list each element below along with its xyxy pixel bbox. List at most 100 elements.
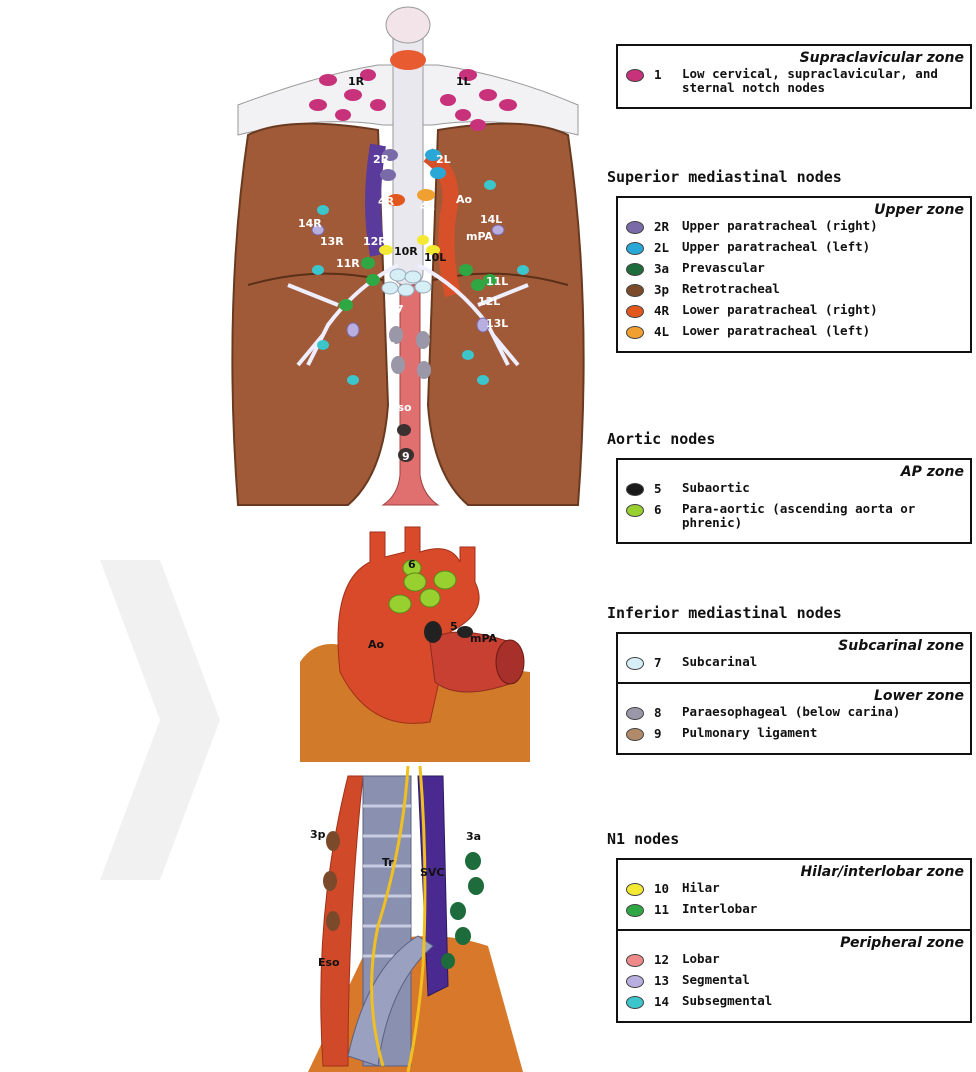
zone-title: Upper zone [626, 202, 964, 219]
anatomy-label: Eso [390, 401, 412, 414]
anatomy-label: 14R [298, 217, 322, 230]
station-label: Low cervical, supraclavicular, and stern… [682, 67, 964, 95]
zone-title: Subcarinal zone [626, 638, 964, 655]
station-label: Segmental [682, 973, 964, 987]
anatomy-label: 3a [466, 830, 481, 843]
legend-item: 1Low cervical, supraclavicular, and ster… [626, 67, 964, 101]
anatomy-label: 11L [486, 275, 508, 288]
anatomy-label: 7 [396, 303, 404, 316]
station-label: Subcarinal [682, 655, 964, 669]
station-label: Hilar [682, 881, 964, 895]
anatomy-label: Tr [382, 856, 394, 869]
anatomy-label: 11R [336, 257, 360, 270]
station-label: Lobar [682, 952, 964, 966]
station-code: 12 [654, 952, 682, 967]
anatomy-label: 2L [436, 153, 451, 166]
zone-title: Peripheral zone [626, 935, 964, 952]
station-code: 4L [654, 324, 682, 339]
node-color-swatch [626, 707, 644, 720]
anatomy-label: 13L [486, 317, 508, 330]
zone-title: Hilar/interlobar zone [626, 864, 964, 881]
anatomy-label: 13R [320, 235, 344, 248]
station-label: Prevascular [682, 261, 964, 275]
anatomy-label: 12L [478, 295, 500, 308]
station-code: 14 [654, 994, 682, 1009]
section-heading: Aortic nodes [607, 430, 715, 448]
legend-item: 4LLower paratracheal (left) [626, 324, 964, 345]
watermark-chevron [70, 520, 250, 920]
station-code: 2L [654, 240, 682, 255]
node-color-swatch [626, 728, 644, 741]
node-color-swatch [626, 263, 644, 276]
anatomy-label: mPA [470, 632, 498, 645]
node-color-swatch [626, 904, 644, 917]
station-code: 2R [654, 219, 682, 234]
station-code: 10 [654, 881, 682, 896]
station-code: 3a [654, 261, 682, 276]
station-code: 7 [654, 655, 682, 670]
station-code: 4R [654, 303, 682, 318]
station-code: 13 [654, 973, 682, 988]
station-label: Lower paratracheal (left) [682, 324, 964, 338]
zone-title: AP zone [626, 464, 964, 481]
station-code: 1 [654, 67, 682, 82]
anatomy-label: 8 [388, 340, 396, 353]
anatomy-label: 2R [373, 153, 390, 166]
legend-item: 3aPrevascular [626, 261, 964, 282]
legend-zone: Subcarinal zone7Subcarinal [618, 634, 970, 682]
node-color-swatch [626, 221, 644, 234]
node-color-swatch [626, 975, 644, 988]
aortic-arch-illustration: 6 5Ao mPA [300, 522, 530, 762]
anatomy-label: 5 [450, 620, 458, 633]
anatomy-label: SVC [420, 866, 445, 879]
station-label: Lower paratracheal (right) [682, 303, 964, 317]
node-color-swatch [626, 305, 644, 318]
station-label: Upper paratracheal (left) [682, 240, 964, 254]
station-code: 6 [654, 502, 682, 517]
station-label: Subsegmental [682, 994, 964, 1008]
legend-zone: Upper zone2RUpper paratracheal (right)2L… [618, 198, 970, 351]
station-label: Upper paratracheal (right) [682, 219, 964, 233]
anatomy-label: mPA [466, 230, 494, 243]
legend-zone: Peripheral zone12Lobar13Segmental14Subse… [618, 929, 970, 1021]
section-heading: Superior mediastinal nodes [607, 168, 842, 186]
anatomy-label: 4L [420, 200, 435, 213]
node-color-swatch [626, 954, 644, 967]
node-color-swatch [626, 996, 644, 1009]
zone-title: Lower zone [626, 688, 964, 705]
anatomy-label: Eso [318, 956, 340, 969]
section-heading: Inferior mediastinal nodes [607, 604, 842, 622]
anatomy-label: 14L [480, 213, 502, 226]
anatomy-label: Ao [368, 638, 385, 651]
station-label: Retrotracheal [682, 282, 964, 296]
anatomy-label: 10R [394, 245, 418, 258]
anatomy-label: 6 [408, 558, 416, 571]
anatomy-label: 12R [363, 235, 387, 248]
node-color-swatch [626, 242, 644, 255]
station-label: Paraesophageal (below carina) [682, 705, 964, 719]
station-label: Para-aortic (ascending aorta or phrenic) [682, 502, 964, 530]
right-lung [232, 124, 388, 505]
anatomy-label: Ao [456, 193, 473, 206]
node-color-swatch [626, 504, 644, 517]
